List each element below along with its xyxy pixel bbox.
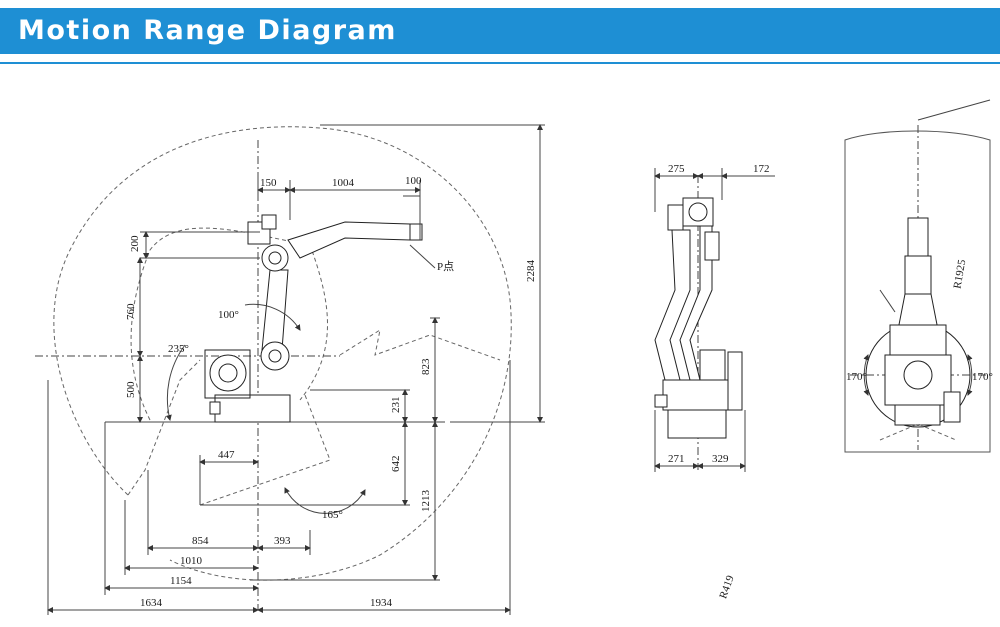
dim-447: 447 xyxy=(218,449,235,461)
angle-100: 100° xyxy=(218,309,239,321)
top-envelope xyxy=(844,130,991,453)
header-band xyxy=(0,8,1000,54)
base-motor xyxy=(209,354,247,392)
angle-170-right: 170° xyxy=(972,371,993,383)
dim-2284: 2284 xyxy=(525,260,537,283)
inner-envelope xyxy=(130,227,328,421)
dim-854: 854 xyxy=(192,535,209,547)
page-title: Motion Range Diagram xyxy=(18,15,397,46)
dim-200: 200 xyxy=(129,235,141,252)
dim-823: 823 xyxy=(420,358,432,375)
dim-1004: 1004 xyxy=(332,177,355,189)
angle-165: 165° xyxy=(322,509,343,521)
radius-1925: R1925 xyxy=(952,258,969,289)
outer-envelope xyxy=(53,126,512,581)
dim-231: 231 xyxy=(390,397,402,414)
upper-arm xyxy=(287,221,419,259)
header-rule xyxy=(0,62,1000,64)
dim-500: 500 xyxy=(125,381,137,398)
dim-1934: 1934 xyxy=(370,597,393,609)
dim-393: 393 xyxy=(274,535,291,547)
dim-172: 172 xyxy=(753,163,770,175)
angle-235: 235° xyxy=(168,343,189,355)
dim-1634: 1634 xyxy=(140,597,163,609)
front-view xyxy=(654,168,775,472)
lower-envelope xyxy=(127,359,201,496)
dim-1213: 1213 xyxy=(420,490,432,513)
dim-1154: 1154 xyxy=(170,575,192,587)
dim-642: 642 xyxy=(390,456,402,473)
dim-275: 275 xyxy=(668,163,685,175)
front-wrist xyxy=(682,197,714,227)
side-view xyxy=(35,124,545,615)
dim-329: 329 xyxy=(712,453,729,465)
front-view-labels: 275 172 271 329 xyxy=(668,163,770,465)
dim-760: 760 xyxy=(125,303,137,320)
top-view xyxy=(844,99,991,453)
dim-271: 271 xyxy=(668,453,685,465)
dim-1010: 1010 xyxy=(180,555,203,567)
lower-arm xyxy=(261,269,289,351)
dim-150: 150 xyxy=(260,177,277,189)
radius-419: R419 xyxy=(717,573,737,600)
top-view-labels: R1925 R419 170° 170° xyxy=(717,258,993,600)
dim-100: 100 xyxy=(405,175,422,187)
front-base xyxy=(662,379,729,411)
angle-170-left: 170° xyxy=(846,371,867,383)
robot-base xyxy=(214,394,291,423)
side-view-labels: 150 1004 100 200 760 500 2284 823 231 64… xyxy=(125,175,537,609)
p-point-label: P点 xyxy=(437,260,454,273)
top-wrist xyxy=(907,217,929,257)
